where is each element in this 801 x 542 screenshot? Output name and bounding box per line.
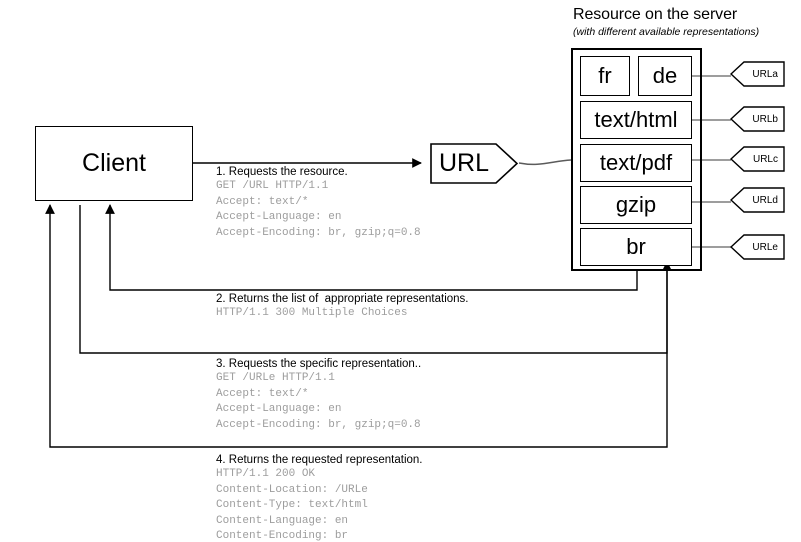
step-2-http-lines: HTTP/1.1 300 Multiple Choices: [216, 307, 408, 319]
url-chip-urld[interactable]: URLd: [730, 187, 785, 213]
representation-box-gzip[interactable]: gzip: [580, 186, 692, 224]
step-1-title: 1. Requests the resource.: [216, 166, 348, 178]
url-node-shape: [430, 143, 518, 184]
url-chip-label-urlb: URLb: [752, 113, 778, 125]
representation-label-gzip: gzip: [615, 192, 657, 217]
url-chip-urle[interactable]: URLe: [730, 234, 785, 260]
client-box[interactable]: Client: [35, 126, 193, 201]
step-1-http-lines: GET /URL HTTP/1.1 Accept: text/* Accept-…: [216, 180, 421, 239]
wire-url-to-server: [518, 159, 572, 166]
representation-label-text-html: text/html: [594, 107, 678, 132]
url-chip-label-urlc: URLc: [752, 153, 778, 165]
url-chip-label-urla: URLa: [752, 68, 778, 80]
url-chip-shape-urla: [730, 61, 785, 87]
representation-box-text-pdf[interactable]: text/pdf: [580, 144, 692, 182]
url-chip-shape-urlb: [730, 106, 785, 132]
server-title: Resource on the server: [573, 6, 738, 23]
server-subtitle: (with different available representation…: [573, 26, 760, 38]
representation-box-text-html[interactable]: text/html: [580, 101, 692, 139]
url-chip-shape-urle: [730, 234, 785, 260]
step-3-http-lines: GET /URLe HTTP/1.1 Accept: text/* Accept…: [216, 372, 421, 431]
url-chip-shape-urlc: [730, 146, 785, 172]
url-chip-label-urld: URLd: [752, 194, 778, 206]
step-4-http-lines: HTTP/1.1 200 OK Content-Location: /URLe …: [216, 468, 368, 542]
url-chip-label-urle: URLe: [752, 241, 778, 253]
representation-box-br[interactable]: br: [580, 228, 692, 266]
step-annotation-3: 3. Requests the specific representation.…: [216, 358, 421, 433]
step-annotation-1: 1. Requests the resource. GET /URL HTTP/…: [216, 166, 421, 241]
representation-label-de: de: [652, 63, 678, 88]
representation-label-fr: fr: [598, 63, 612, 88]
representation-box-de[interactable]: de: [638, 56, 692, 96]
server-container: [571, 48, 702, 271]
client-label: Client: [82, 149, 146, 177]
url-chip-urlc[interactable]: URLc: [730, 146, 785, 172]
step-annotation-4: 4. Returns the requested representation.…: [216, 454, 423, 542]
step-annotation-2: 2. Returns the list of appropriate repre…: [216, 293, 469, 322]
representation-box-fr[interactable]: fr: [580, 56, 630, 96]
url-node[interactable]: URL: [430, 143, 518, 184]
step-4-title: 4. Returns the requested representation.: [216, 454, 423, 466]
url-node-label: URL: [439, 149, 490, 177]
url-chip-urla[interactable]: URLa: [730, 61, 785, 87]
step-3-title: 3. Requests the specific representation.…: [216, 358, 422, 370]
representation-label-br: br: [626, 234, 646, 259]
url-chip-urlb[interactable]: URLb: [730, 106, 785, 132]
url-chip-shape-urld: [730, 187, 785, 213]
representation-label-text-pdf: text/pdf: [599, 150, 673, 175]
step-2-title: 2. Returns the list of appropriate repre…: [216, 293, 469, 305]
